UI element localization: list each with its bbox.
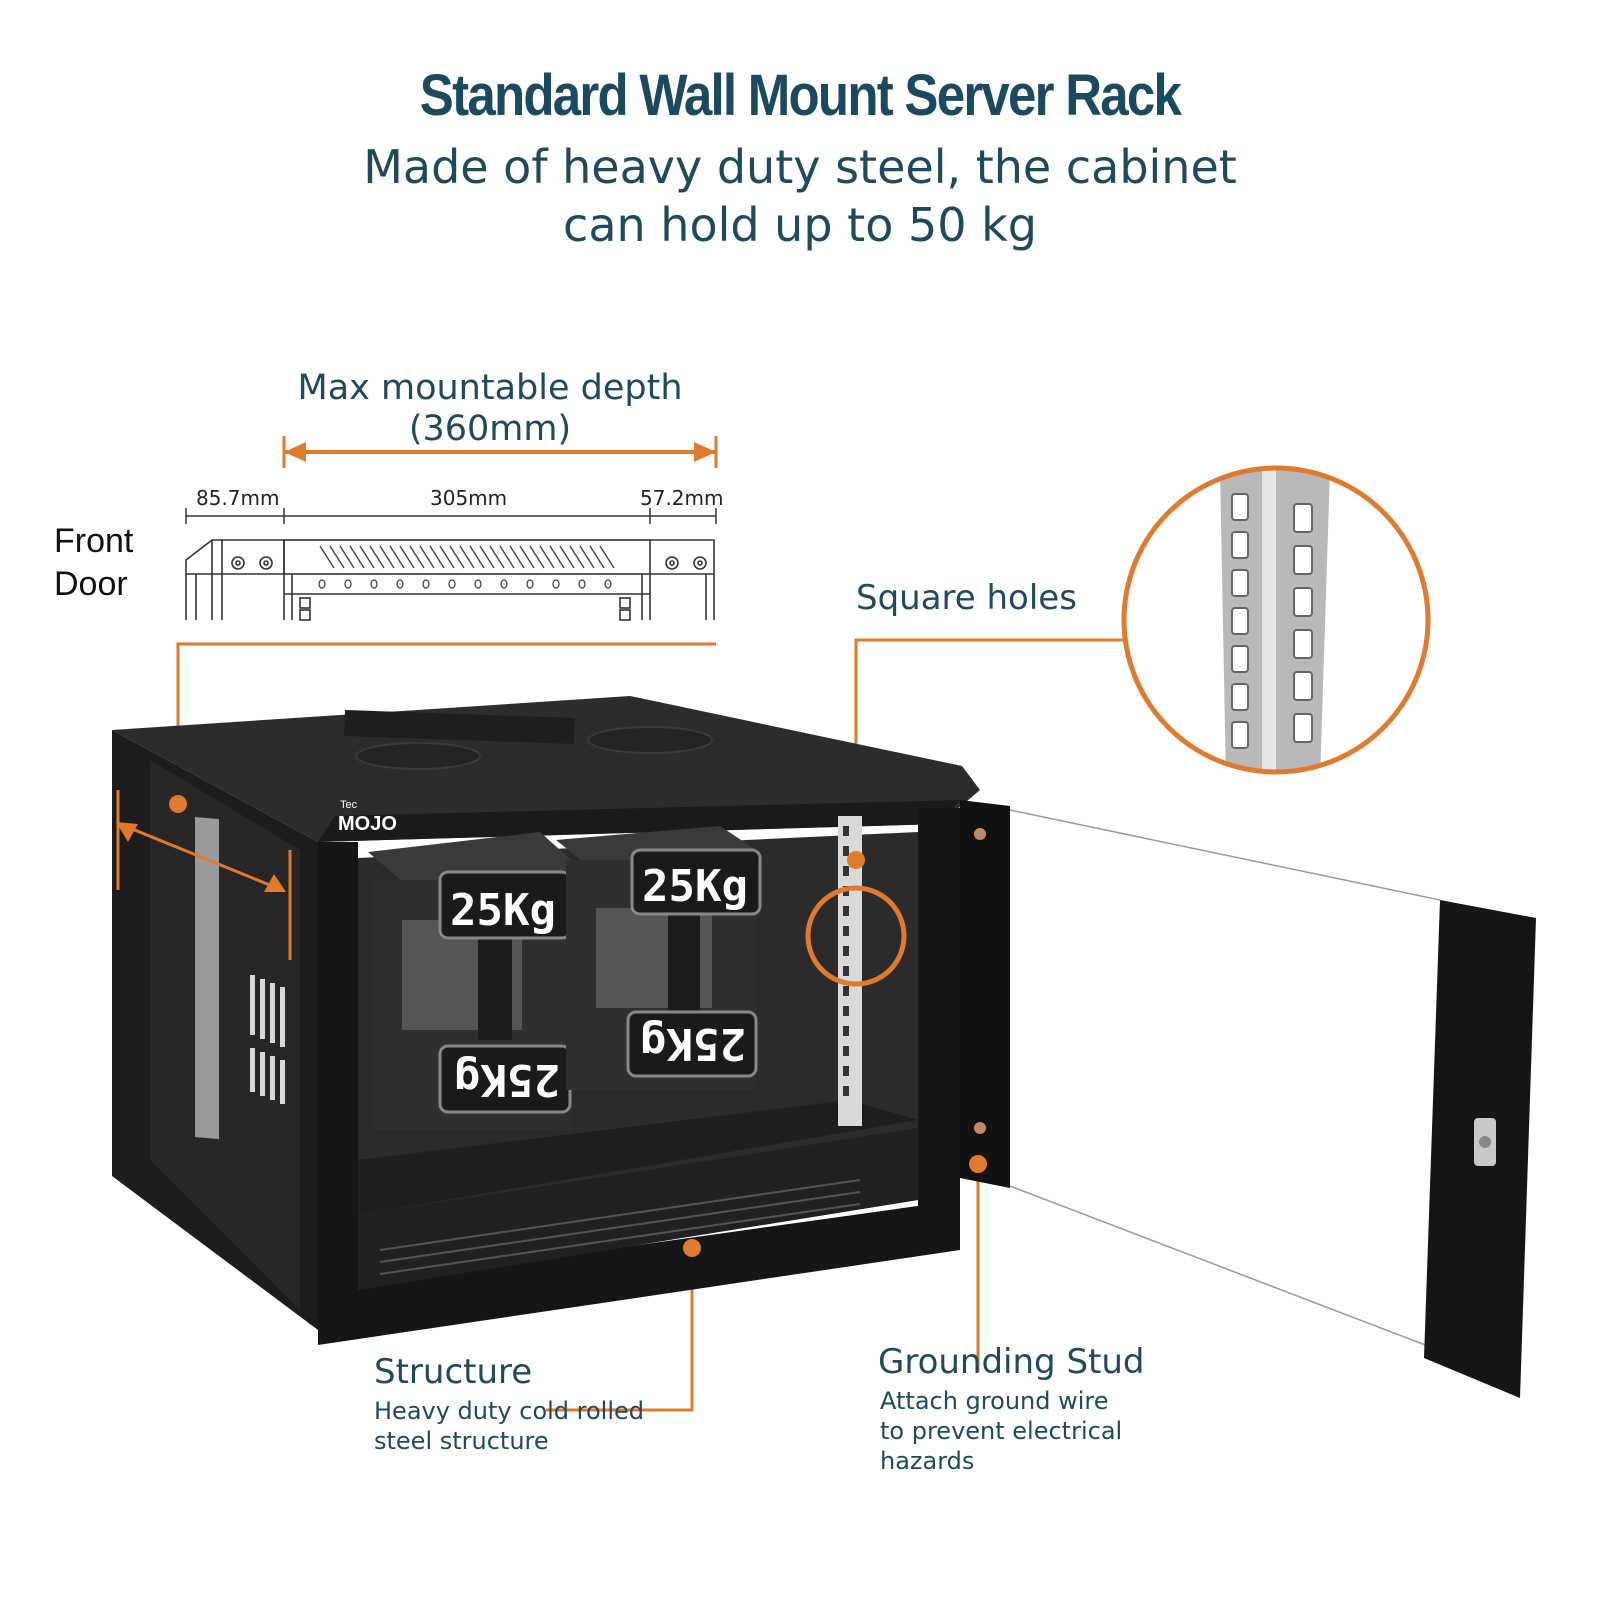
- mounting-holes: [318, 579, 612, 589]
- weight-label-top-left: 25Kg: [450, 885, 556, 936]
- arrow-left-icon: [284, 442, 306, 462]
- arrow-right-icon: [694, 442, 716, 462]
- side-depth-arrow: [116, 790, 292, 960]
- rack-side-profile: [185, 539, 715, 621]
- door-glass-bottom: [1009, 1185, 1429, 1347]
- page-title: Standard Wall Mount Server Rack: [419, 63, 1182, 128]
- structure-description: Heavy duty cold rolled steel structure: [374, 1396, 674, 1456]
- grounding-stud-description: Attach ground wire to prevent electrical…: [880, 1386, 1140, 1476]
- brand-logo: MOJO: [338, 813, 397, 835]
- front-frame-right: [918, 808, 960, 1248]
- cabinet-shelf: [358, 1100, 918, 1215]
- grounding-desc-line-1: Attach ground wire: [880, 1387, 1109, 1415]
- side-vents: [250, 975, 285, 1104]
- weight-label-top-right: 25Kg: [642, 861, 748, 912]
- vent-hatching: [319, 545, 615, 569]
- depth-diagram: [185, 436, 718, 621]
- weight-left: 25Kg 25Kg: [368, 832, 580, 1130]
- callout-markers: [169, 795, 987, 1257]
- grounding-desc-line-3: hazards: [880, 1447, 975, 1475]
- max-depth-line-1: Max mountable depth: [297, 368, 683, 408]
- subtitle-line-1: Made of heavy duty steel, the cabinet: [363, 140, 1237, 194]
- cabinet-door: [960, 800, 1536, 1398]
- grounding-stud-title: Grounding Stud: [878, 1342, 1145, 1382]
- front-door-label: Front Door: [54, 520, 133, 606]
- cable-entry-plate: [344, 709, 575, 745]
- door-glass-top: [1009, 809, 1441, 901]
- door-hinge-edge: [960, 800, 1010, 1188]
- front-frame-left: [318, 842, 358, 1330]
- weight-label-bottom-right: 25Kg: [640, 1018, 746, 1069]
- brand-logo-small: Tec: [340, 799, 358, 811]
- front-door-line-1: Front: [54, 522, 134, 560]
- front-frame-bottom: [318, 1200, 960, 1345]
- weight-right: 25Kg 25Kg: [556, 826, 762, 1090]
- fan-left-icon: [355, 742, 481, 770]
- structure-callout-line: [546, 1248, 694, 1412]
- weight-label-bottom-left: 25Kg: [454, 1054, 560, 1105]
- structure-title: Structure: [374, 1352, 533, 1392]
- square-holes-marker-icon: [847, 851, 865, 869]
- grounding-marker-icon: [969, 1155, 987, 1173]
- max-depth-label: Max mountable depth (360mm): [250, 368, 730, 450]
- front-door-line-2: Door: [54, 565, 128, 603]
- fan-right-icon: [587, 726, 713, 754]
- side-rail: [195, 817, 219, 1140]
- bottom-vent-slots: [379, 1179, 861, 1275]
- grounding-desc-line-2: to prevent electrical: [880, 1417, 1123, 1445]
- square-holes-label: Square holes: [856, 578, 1077, 618]
- square-holes-zoom: [1121, 465, 1431, 775]
- max-depth-line-2: (360mm): [408, 409, 572, 449]
- page-subtitle: Made of heavy duty steel, the cabinet ca…: [300, 138, 1300, 254]
- square-holes-highlight-ring: [805, 885, 907, 987]
- structure-marker-icon: [683, 1239, 701, 1257]
- rear-dimension: 57.2mm: [640, 486, 724, 510]
- subtitle-line-2: can hold up to 50 kg: [563, 198, 1037, 252]
- front-dimension: 85.7mm: [196, 486, 280, 510]
- front-door-marker-icon: [169, 795, 187, 813]
- structure-desc-line-1: Heavy duty cold rolled: [374, 1397, 645, 1425]
- middle-dimension: 305mm: [430, 486, 508, 510]
- structure-desc-line-2: steel structure: [374, 1427, 549, 1455]
